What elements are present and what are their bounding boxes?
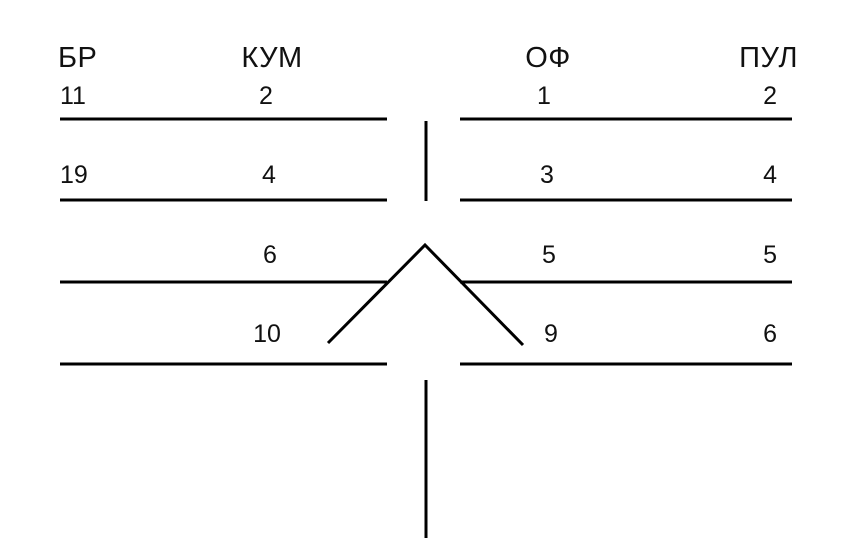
cell-r3-pul: 5 (763, 241, 777, 269)
cell-r4-pul: 6 (763, 320, 777, 348)
cell-r4-of: 9 (544, 320, 558, 348)
cell-r1-of: 1 (537, 82, 551, 110)
cell-r4-kum: 10 (253, 320, 281, 348)
cell-r1-br: 11 (60, 82, 86, 110)
header-br: БР (58, 42, 98, 74)
cell-r1-kum: 2 (259, 82, 273, 110)
chevron (326, 242, 525, 347)
cell-r2-kum: 4 (262, 161, 276, 189)
cell-r2-of: 3 (540, 161, 554, 189)
cell-r2-pul: 4 (763, 161, 777, 189)
header-pul: ПУЛ (739, 42, 798, 74)
header-kum: КУМ (241, 42, 303, 74)
cell-r2-br: 19 (60, 161, 88, 189)
cell-r3-kum: 6 (263, 241, 277, 269)
header-of: ОФ (525, 42, 571, 74)
cell-r1-pul: 2 (763, 82, 777, 110)
cell-r3-of: 5 (542, 241, 556, 269)
